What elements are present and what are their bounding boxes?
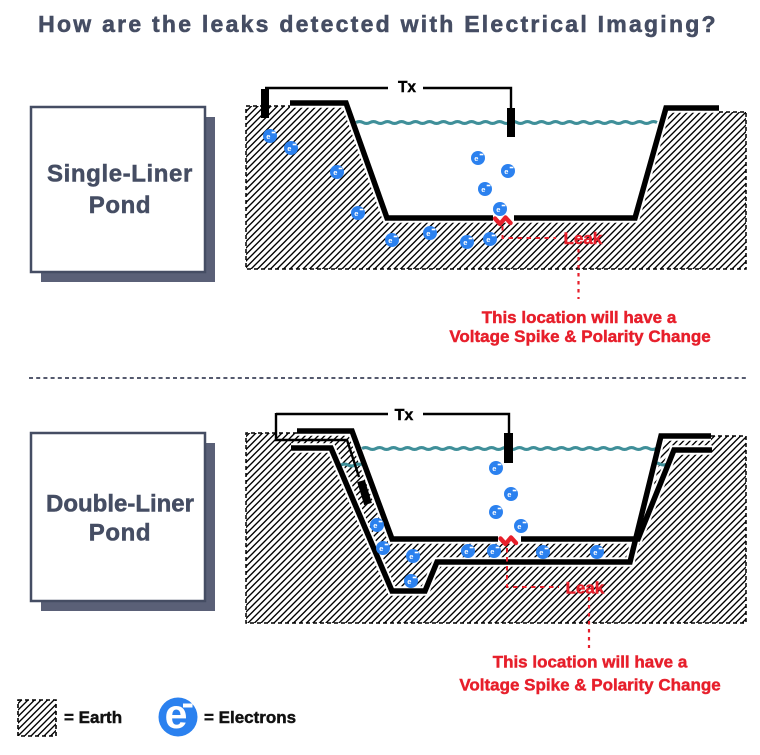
svg-text:e: e <box>266 132 270 141</box>
svg-text:= Electrons: = Electrons <box>204 708 296 727</box>
svg-text:e: e <box>379 544 383 553</box>
svg-text:e: e <box>486 235 490 244</box>
svg-text:Double-Liner: Double-Liner <box>46 491 194 518</box>
svg-text:Leak: Leak <box>566 579 605 598</box>
svg-text:This location will have a: This location will have a <box>493 653 688 672</box>
svg-text:Pond: Pond <box>89 520 151 547</box>
svg-text:e: e <box>474 154 478 163</box>
svg-text:e: e <box>165 691 188 737</box>
svg-text:Single-Liner: Single-Liner <box>47 161 193 188</box>
svg-text:e: e <box>481 185 485 194</box>
svg-text:e: e <box>496 205 500 214</box>
svg-text:e: e <box>409 552 413 561</box>
svg-text:e: e <box>426 229 430 238</box>
svg-text:Voltage Spike & Polarity Chang: Voltage Spike & Polarity Change <box>449 327 710 346</box>
svg-text:e: e <box>333 168 337 177</box>
svg-text:e: e <box>388 236 392 245</box>
svg-text:e: e <box>373 521 377 530</box>
svg-text:Tx: Tx <box>395 407 414 424</box>
svg-text:e: e <box>517 522 521 531</box>
svg-text:e: e <box>492 464 496 473</box>
svg-text:e: e <box>463 238 467 247</box>
svg-text:Leak: Leak <box>564 229 603 248</box>
svg-text:e: e <box>507 490 511 499</box>
svg-text:e: e <box>539 548 543 557</box>
svg-text:e: e <box>504 167 508 176</box>
svg-text:Voltage Spike & Polarity Chang: Voltage Spike & Polarity Change <box>459 676 720 695</box>
svg-text:e: e <box>593 548 597 557</box>
svg-text:This location will have a: This location will have a <box>482 308 677 327</box>
svg-text:e: e <box>287 144 291 153</box>
svg-text:How are the leaks detected wit: How are the leaks detected with Electric… <box>38 11 718 37</box>
svg-text:e: e <box>464 547 468 556</box>
svg-text:e: e <box>492 508 496 517</box>
svg-text:e: e <box>354 209 358 218</box>
svg-text:e: e <box>407 577 411 586</box>
svg-text:= Earth: = Earth <box>64 708 122 727</box>
svg-text:Tx: Tx <box>398 79 416 96</box>
svg-text:e: e <box>490 547 494 556</box>
svg-text:Pond: Pond <box>89 192 151 219</box>
